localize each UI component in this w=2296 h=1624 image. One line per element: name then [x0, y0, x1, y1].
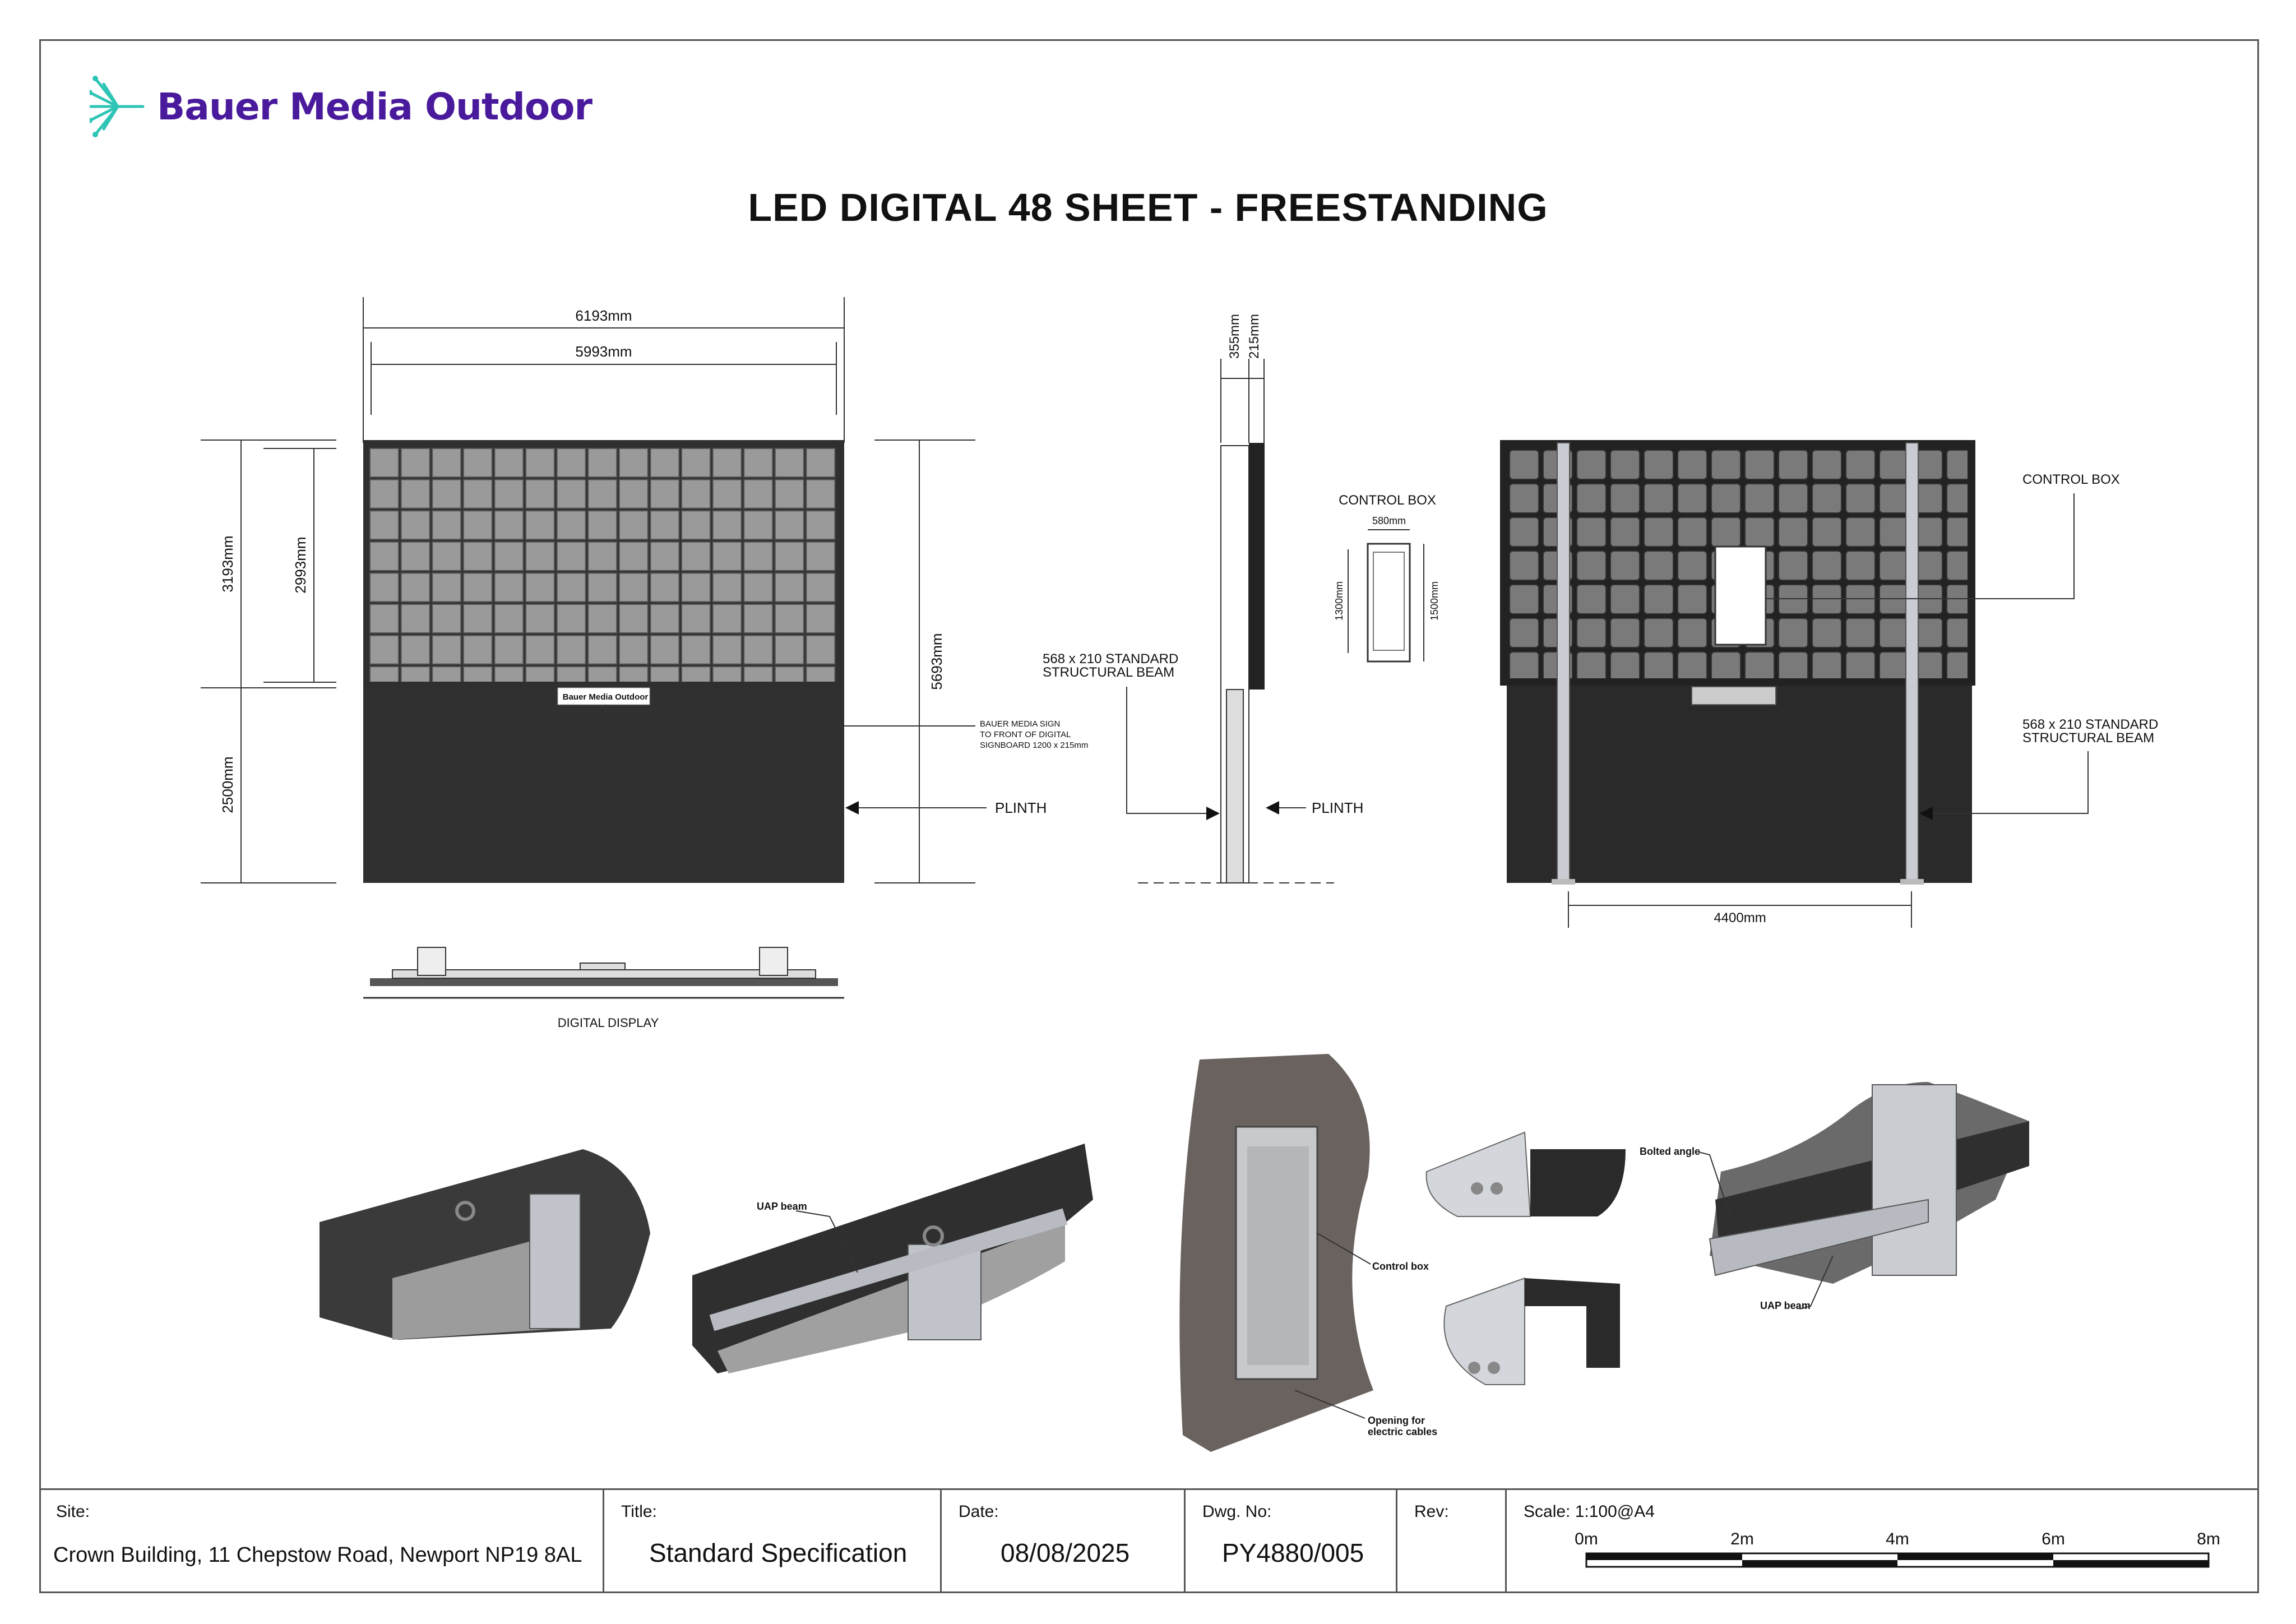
- scale-bar: 0m 2m 4m 6m 8m: [1575, 1530, 2220, 1568]
- dim-cb-height: 1500mm: [1429, 581, 1440, 621]
- dwg-value: PY4880/005: [1222, 1538, 1364, 1567]
- dim-depth-2: 215mm: [1247, 314, 1262, 359]
- drawing-title: LED DIGITAL 48 SHEET - FREESTANDING: [748, 186, 1548, 229]
- opening-label-1: Opening for: [1368, 1415, 1425, 1426]
- sign-note-1: BAUER MEDIA SIGN: [980, 719, 1060, 729]
- dim-depth-1: 355mm: [1227, 314, 1242, 359]
- scale-tick-2: 2m: [1730, 1530, 1754, 1548]
- sign-note-2: TO FRONT OF DIGITAL: [980, 730, 1071, 739]
- plan-caption: DIGITAL DISPLAY: [558, 1016, 659, 1030]
- uap-beam-label: UAP beam: [757, 1201, 807, 1212]
- dwg-label: Dwg. No:: [1202, 1502, 1272, 1521]
- scale-tick-6: 6m: [2042, 1530, 2065, 1548]
- rear-control-box-label: CONTROL BOX: [2022, 472, 2120, 487]
- dim-overall-height: 3193mm: [219, 535, 236, 592]
- scale-cell: Scale: 1:100@A4 0m 2m 4m 6m 8m: [1507, 1490, 2256, 1593]
- scale-tick-0: 0m: [1575, 1530, 1598, 1548]
- dim-post-spacing: 4400mm: [1714, 910, 1766, 926]
- control-box-callout: Control box: [1372, 1261, 1429, 1272]
- side-view: 355mm 215mm 568 x 210 STANDARD STRUCTURA…: [1043, 314, 1363, 883]
- plan-view: DIGITAL DISPLAY: [363, 947, 844, 1030]
- bolted-angle-label: Bolted angle: [1640, 1146, 1700, 1157]
- detail-1: [320, 1149, 650, 1340]
- site-label: Site:: [56, 1502, 90, 1521]
- starburst-logo-icon: [90, 76, 145, 137]
- front-view: 6193mm 5993mm 3193mm 2993mm 2500mm 5693m…: [201, 297, 1088, 883]
- uap-beam-label-2: UAP beam: [1760, 1300, 1811, 1311]
- scale-tick-4: 4m: [1886, 1530, 1909, 1548]
- dim-plinth-height: 2500mm: [219, 756, 236, 813]
- bauer-sign-text: Bauer Media Outdoor: [563, 692, 649, 702]
- drawing-frame: [39, 39, 2259, 1593]
- beam-label-rear-1: 568 x 210 STANDARD: [2022, 717, 2158, 732]
- plinth-label-front: PLINTH: [995, 799, 1047, 816]
- detail-4: [1425, 1131, 1626, 1385]
- dwg-cell: Dwg. No: PY4880/005: [1186, 1490, 1397, 1593]
- dim-total-height: 5693mm: [928, 633, 945, 690]
- beam-label-side-2: STRUCTURAL BEAM: [1043, 665, 1174, 680]
- beam-label-side-1: 568 x 210 STANDARD: [1043, 651, 1178, 667]
- title-label: Title:: [621, 1502, 657, 1521]
- brand-logo: Bauer Media Outdoor: [90, 73, 592, 140]
- title-value: Standard Specification: [649, 1538, 908, 1567]
- detail-2: UAP beam: [692, 1144, 1093, 1373]
- plinth-front: [363, 688, 844, 883]
- opening-label-2: electric cables: [1368, 1426, 1437, 1437]
- title-block: Site: Crown Building, 11 Chepstow Road, …: [39, 1488, 2259, 1593]
- site-value: Crown Building, 11 Chepstow Road, Newpor…: [53, 1543, 582, 1567]
- scale-label: Scale: 1:100@A4: [1524, 1502, 1655, 1521]
- scale-tick-8: 8m: [2197, 1530, 2220, 1548]
- detail-3: Control box Opening for electric cables: [1179, 1054, 1437, 1452]
- rev-label: Rev:: [1414, 1502, 1449, 1521]
- dim-cb-width: 580mm: [1372, 515, 1406, 526]
- rear-view: CONTROL BOX 568 x 210 STANDARD STRUCTURA…: [1500, 440, 2158, 928]
- dim-cb-inner-height: 1300mm: [1334, 581, 1345, 621]
- dim-screen-height: 2993mm: [292, 536, 309, 593]
- detail-5: Bolted angle UAP beam: [1640, 1082, 2029, 1311]
- date-cell: Date: 08/08/2025: [942, 1490, 1186, 1593]
- brand-name: Bauer Media Outdoor: [157, 85, 592, 128]
- date-label: Date:: [959, 1502, 999, 1521]
- bauer-sign: [557, 687, 650, 705]
- title-cell: Title: Standard Specification: [604, 1490, 942, 1593]
- beam-label-rear-2: STRUCTURAL BEAM: [2022, 730, 2154, 746]
- site-cell: Site: Crown Building, 11 Chepstow Road, …: [39, 1490, 604, 1593]
- control-box-title: CONTROL BOX: [1339, 493, 1436, 508]
- plinth-label-side: PLINTH: [1312, 799, 1363, 816]
- sign-note-3: SIGNBOARD 1200 x 215mm: [980, 741, 1088, 750]
- dim-overall-width: 6193mm: [575, 307, 632, 324]
- dim-screen-width: 5993mm: [575, 343, 632, 360]
- rev-cell: Rev:: [1397, 1490, 1507, 1593]
- led-panels: [369, 447, 836, 682]
- date-value: 08/08/2025: [1001, 1538, 1130, 1567]
- control-box-detail: CONTROL BOX 580mm 1300mm 1500mm: [1334, 493, 1440, 663]
